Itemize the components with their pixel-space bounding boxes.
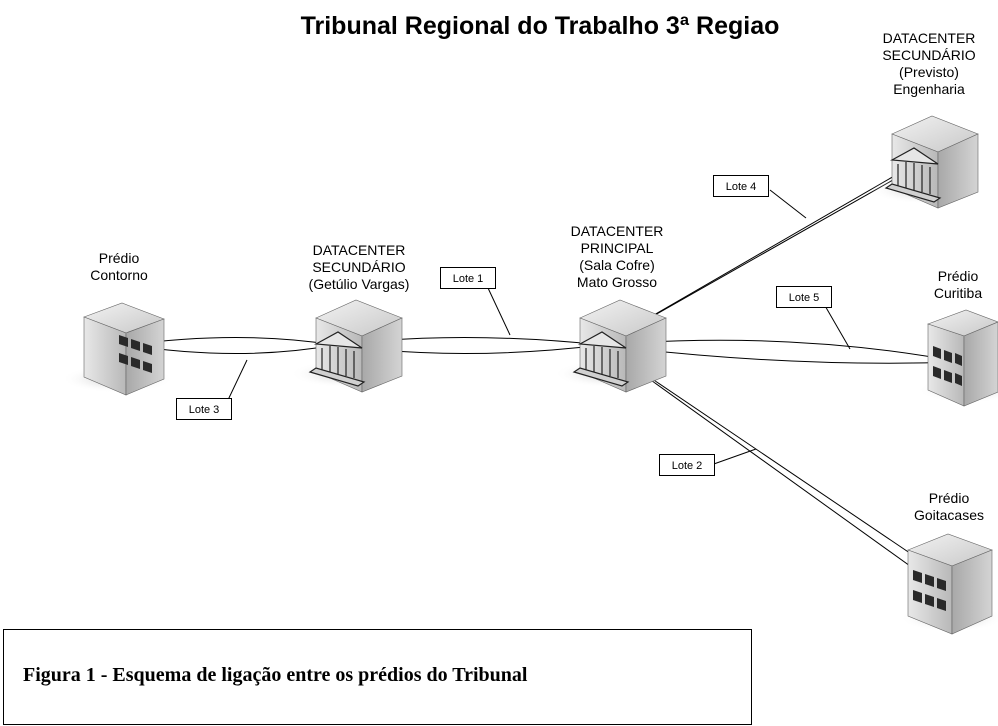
callout-pointer-lote3: [227, 359, 248, 401]
label-line: DATACENTER: [882, 30, 976, 46]
label-line: Mato Grosso: [576, 274, 658, 290]
callout-pointer-lote4: [769, 189, 807, 219]
building-principal: [554, 299, 674, 393]
building-getulio: [290, 299, 410, 393]
label-goitacases: Prédio Goitacases: [900, 490, 998, 524]
callout-pointer-lote5: [823, 303, 851, 350]
label-line: SECUNDÁRIO: [312, 259, 406, 275]
label-line: Prédio: [928, 490, 970, 506]
label-engenharia: DATACENTER SECUNDÁRIO (Previsto) Engenha…: [864, 30, 994, 98]
building-curitiba: [918, 309, 998, 407]
building-contorno: [62, 302, 174, 396]
label-line: Prédio: [98, 250, 140, 266]
lote-3-label: Lote 3: [176, 398, 232, 420]
label-line: Contorno: [90, 267, 148, 283]
label-getulio: DATACENTER SECUNDÁRIO (Getúlio Vargas): [284, 242, 434, 293]
label-line: (Previsto): [899, 64, 959, 80]
label-line: Engenharia: [893, 81, 965, 97]
label-line: (Sala Cofre): [579, 257, 655, 273]
diagram-title: Tribunal Regional do Trabalho 3ª Regiao: [300, 12, 780, 40]
lote-5-label: Lote 5: [776, 286, 832, 308]
building-engenharia: [870, 115, 982, 209]
figure-caption-box: Figura 1 - Esquema de ligação entre os p…: [3, 629, 752, 725]
label-line: Prédio: [937, 268, 979, 284]
callout-pointer-lote1: [487, 287, 511, 336]
label-line: Goitacases: [913, 507, 985, 523]
callout-pointer-lote2: [710, 448, 757, 466]
label-line: DATACENTER: [570, 223, 664, 239]
label-line: SECUNDÁRIO: [882, 47, 976, 63]
label-line: DATACENTER: [312, 242, 406, 258]
building-goitacases: [900, 533, 998, 635]
label-line: Curitiba: [933, 285, 983, 301]
figure-caption: Figura 1 - Esquema de ligação entre os p…: [23, 664, 528, 686]
lote-1-label: Lote 1: [440, 267, 496, 289]
lote-4-label: Lote 4: [713, 175, 769, 197]
label-principal: DATACENTER PRINCIPAL (Sala Cofre) Mato G…: [552, 223, 682, 291]
label-curitiba: Prédio Curitiba: [918, 268, 998, 302]
label-line: (Getúlio Vargas): [308, 276, 410, 292]
label-line: PRINCIPAL: [580, 240, 654, 256]
label-contorno: Prédio Contorno: [72, 250, 166, 284]
lote-2-label: Lote 2: [659, 454, 715, 476]
